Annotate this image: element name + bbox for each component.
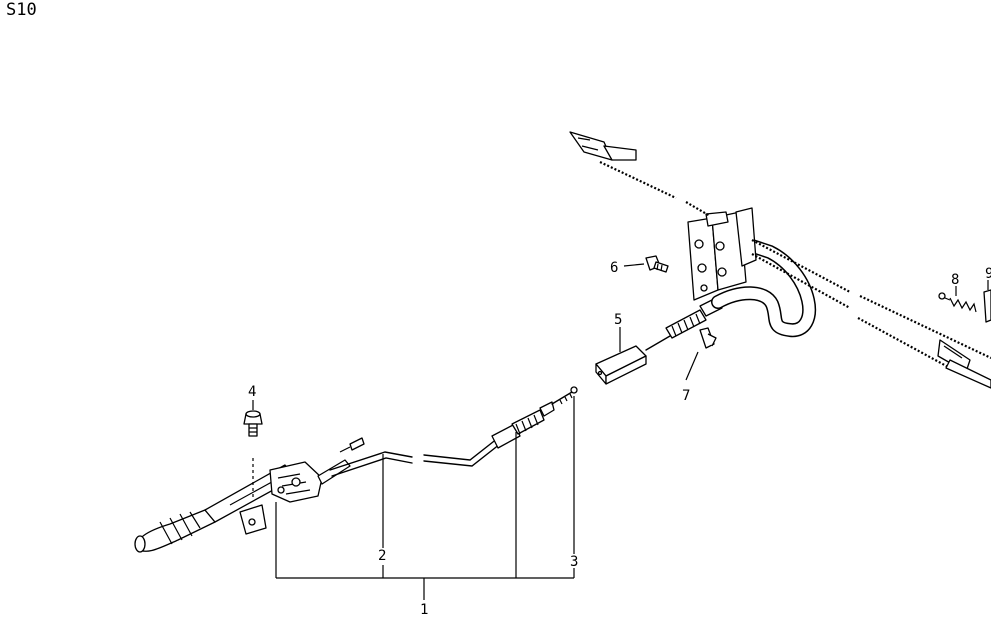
group-bracket-1 xyxy=(275,396,575,600)
callout-8: 8 xyxy=(951,272,959,288)
callout-3: 3 xyxy=(570,554,578,570)
clip-7[interactable] xyxy=(699,327,717,349)
callout-6: 6 xyxy=(610,260,618,276)
callout-1: 1 xyxy=(420,602,428,618)
callout-9: 9 xyxy=(985,266,991,282)
bolt-4[interactable] xyxy=(243,410,263,437)
callout-2: 2 xyxy=(378,548,386,564)
bolt-6[interactable] xyxy=(645,255,669,273)
leader-7 xyxy=(685,351,699,381)
callout-4: 4 xyxy=(248,384,256,400)
rear-cable[interactable] xyxy=(645,239,816,351)
callout-5: 5 xyxy=(614,312,622,328)
connector-5[interactable] xyxy=(595,345,647,385)
callout-7: 7 xyxy=(682,388,690,404)
front-cable[interactable] xyxy=(329,386,578,477)
spring-8[interactable] xyxy=(938,292,977,313)
hand-brake-lever[interactable] xyxy=(134,459,351,553)
leader-6 xyxy=(623,263,645,267)
part-9[interactable] xyxy=(983,289,991,323)
equalizer-bracket[interactable] xyxy=(687,207,757,301)
page-code: S10 xyxy=(6,0,37,20)
rear-cable-left[interactable] xyxy=(569,131,711,217)
rear-cable-right[interactable] xyxy=(751,239,991,389)
